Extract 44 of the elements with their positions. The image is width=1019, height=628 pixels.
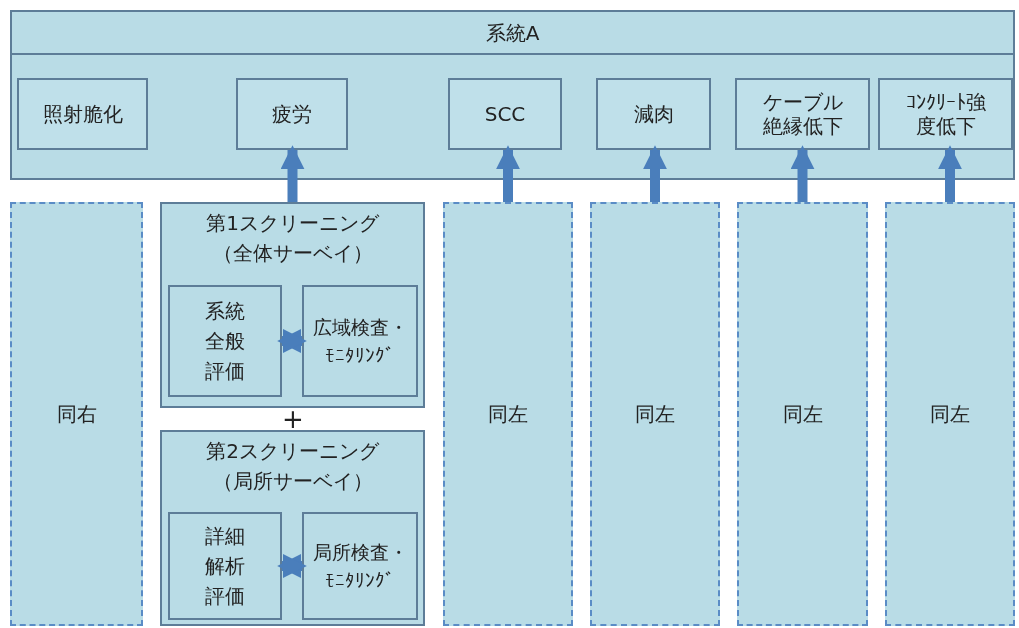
box-label: ｺﾝｸﾘｰﾄ強度低下 xyxy=(904,90,987,138)
process-box xyxy=(302,512,418,620)
box-label: 照射脆化 xyxy=(41,102,124,126)
screening-column xyxy=(10,202,143,626)
heading: 系統A xyxy=(12,12,1013,55)
screening-panel xyxy=(160,202,425,408)
box-label: 同右 xyxy=(56,400,97,428)
category-box xyxy=(878,78,1013,150)
box-label: 減肉 xyxy=(632,102,675,126)
arrow xyxy=(277,554,307,578)
arrow xyxy=(280,145,305,202)
category-box xyxy=(17,78,148,150)
screening-column xyxy=(885,202,1015,626)
arrow xyxy=(277,329,307,353)
category-box xyxy=(735,78,870,150)
process-box xyxy=(168,512,282,620)
box-label: 同左 xyxy=(782,400,823,428)
arrow xyxy=(643,145,667,202)
heading: 第2スクリーニング（局所サーベイ） xyxy=(205,438,380,495)
arrow xyxy=(938,145,962,202)
arrow xyxy=(496,145,520,202)
plus-sign: + xyxy=(282,404,304,434)
box-label: 同左 xyxy=(635,400,675,428)
category-box xyxy=(236,78,348,150)
arrow xyxy=(790,145,815,202)
process-box xyxy=(302,285,418,397)
box-label: 詳細解析評価 xyxy=(204,523,246,610)
screening-column xyxy=(443,202,573,626)
category-box xyxy=(596,78,711,150)
box-label: 同左 xyxy=(930,400,970,428)
box-label: SCC xyxy=(483,102,527,126)
system-panel xyxy=(10,10,1015,180)
category-box xyxy=(448,78,562,150)
box-label: 広域検査・ﾓﾆﾀﾘﾝｸﾞ xyxy=(312,314,408,368)
box-label: 系統全般評価 xyxy=(204,298,246,385)
screening-panel xyxy=(160,430,425,626)
screening-column xyxy=(737,202,868,626)
box-label: 疲労 xyxy=(271,102,313,126)
box-label: 局所検査・ﾓﾆﾀﾘﾝｸﾞ xyxy=(312,539,408,593)
heading: 第1スクリーニング（全体サーベイ） xyxy=(205,210,380,267)
box-label: ケーブル絶縁低下 xyxy=(761,90,844,138)
process-box xyxy=(168,285,282,397)
box-label: 同左 xyxy=(488,400,528,428)
screening-column xyxy=(590,202,720,626)
